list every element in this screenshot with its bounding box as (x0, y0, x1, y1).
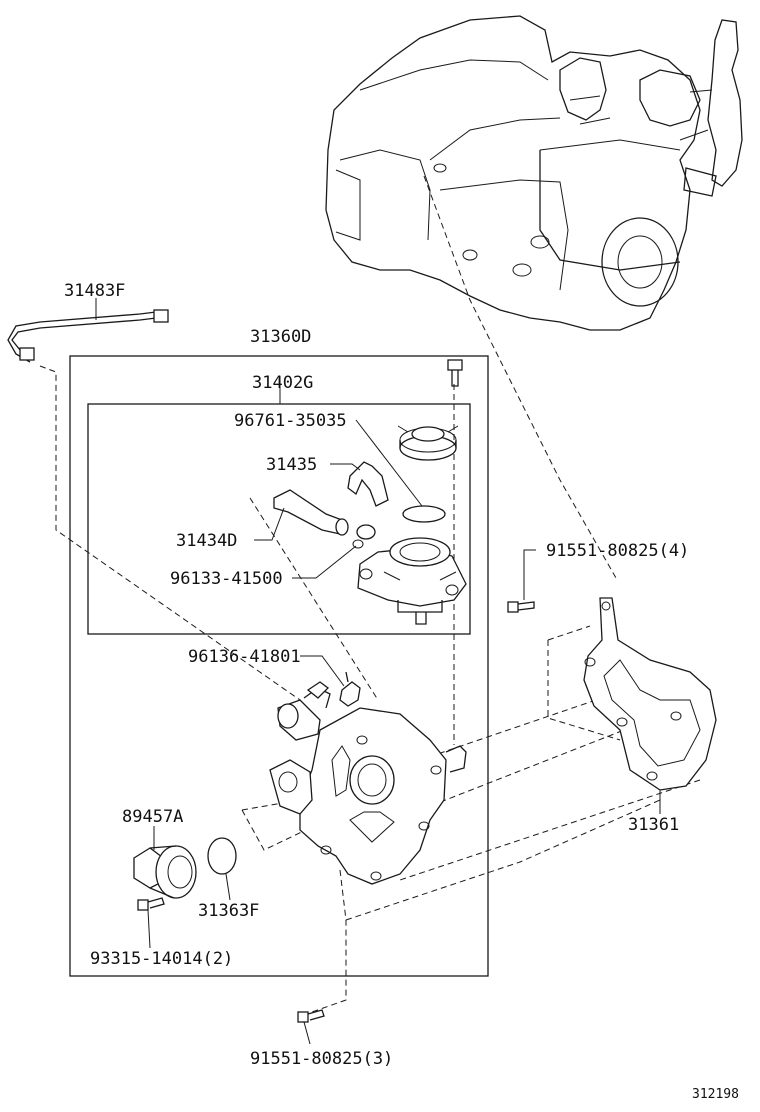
label-31435[interactable]: 31435 (266, 455, 317, 475)
label-31361[interactable]: 31361 (628, 815, 679, 835)
label-31483F[interactable]: 31483F (64, 281, 125, 301)
fitting-96136-drawing (339, 671, 361, 707)
o-ring-31363F-drawing (207, 837, 237, 875)
clutch-pipe-31483F-drawing (7, 298, 169, 363)
subassembly-31402G-box (87, 403, 471, 635)
hose-31434D-drawing (273, 489, 349, 536)
clip-96133-drawing (352, 524, 376, 549)
bolt-93315-drawing (137, 897, 165, 911)
hose-31435-drawing (347, 461, 389, 507)
o-ring-96761-drawing (402, 505, 446, 523)
sensor-89457A-drawing (133, 845, 197, 899)
clutch-housing-drawing (269, 681, 467, 885)
label-93315-14014-2[interactable]: 93315-14014(2) (90, 949, 233, 969)
release-cylinder-drawing (357, 537, 467, 625)
label-31363F[interactable]: 31363F (198, 901, 259, 921)
label-96761-35035[interactable]: 96761-35035 (234, 411, 347, 431)
label-31402G[interactable]: 31402G (252, 373, 313, 393)
label-leaders (147, 376, 661, 1045)
label-31434D[interactable]: 31434D (176, 531, 237, 551)
assembly-31360D-box (69, 355, 489, 977)
label-31360D[interactable]: 31360D (250, 327, 311, 347)
bolt-91551-upper-drawing (507, 601, 535, 613)
label-96133-41500[interactable]: 96133-41500 (170, 569, 283, 589)
label-91551-80825-3[interactable]: 91551-80825(3) (250, 1049, 393, 1069)
label-89457A[interactable]: 89457A (122, 807, 183, 827)
bolt-91551-lower-drawing (297, 1009, 325, 1023)
transmission-illustration (325, 15, 743, 331)
label-91551-80825-4[interactable]: 91551-80825(4) (546, 541, 689, 561)
diagram-reference-number: 312198 (692, 1087, 739, 1102)
label-96136-41801[interactable]: 96136-41801 (188, 647, 301, 667)
release-bearing-drawing (397, 425, 459, 461)
bracket-31361-drawing (583, 597, 717, 791)
bolt-top-drawing (447, 359, 463, 387)
dashed-guide-lines (39, 175, 701, 1013)
